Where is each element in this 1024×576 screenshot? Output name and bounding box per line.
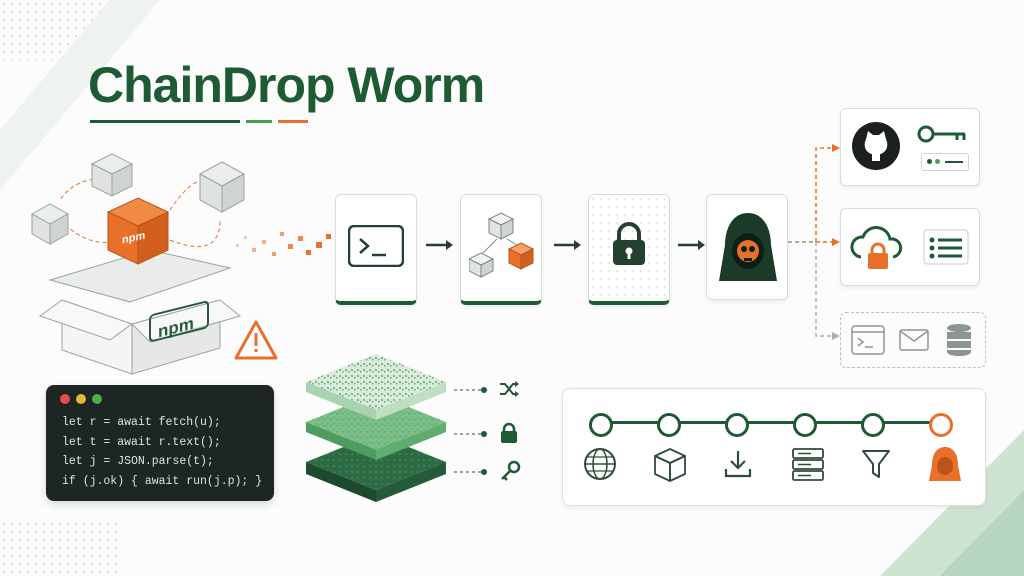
npm-crate-icon: [106, 197, 170, 265]
layer-connectors: [454, 387, 487, 475]
github-icon: [852, 122, 900, 170]
warning-icon: [234, 320, 278, 360]
code-snippet-panel: let r = await fetch(u); let t = await r.…: [46, 385, 274, 501]
padlock-icon: [501, 422, 517, 443]
flow-arrow: [678, 240, 705, 250]
timeline-track: [598, 421, 948, 424]
title-underline: [90, 120, 240, 123]
dot-pattern: [0, 520, 120, 576]
title-underline-accent: [246, 120, 272, 123]
database-icon: [947, 324, 971, 356]
page-title: ChainDrop Worm: [88, 57, 485, 113]
key-icon: [917, 125, 966, 143]
window-minimize-dot: [76, 394, 86, 404]
credential-field-icon: [921, 153, 969, 171]
code-line: let t = await r.text();: [62, 435, 221, 449]
package-cube-icon: [90, 153, 134, 197]
target-card-cloud: [840, 208, 980, 286]
download-icon: [724, 451, 752, 478]
lock-icon: [613, 222, 645, 265]
globe-icon: [584, 448, 616, 480]
timeline-node: [793, 413, 817, 437]
stage-card-attacker: [706, 194, 788, 300]
stage-card-modules: [460, 194, 542, 305]
package-cube-icon: [198, 161, 246, 213]
timeline-node: [657, 413, 681, 437]
list-icon: [923, 229, 969, 265]
stage-card-lock: [588, 194, 670, 305]
flow-arrow: [554, 240, 581, 250]
branch-connectors: [788, 144, 840, 340]
obfuscation-layers: [306, 354, 446, 502]
window-close-dot: [60, 394, 70, 404]
timeline-node: [589, 413, 613, 437]
timeline-node-final: [929, 413, 953, 437]
target-card-github: [840, 108, 980, 186]
package-icon: [654, 448, 686, 482]
npm-package-illustration: [30, 153, 278, 375]
server-icon: [792, 448, 824, 481]
shuffle-icon: [500, 381, 519, 397]
open-box-icon: [38, 249, 242, 375]
flow-arrow: [426, 240, 453, 250]
key-icon: [501, 460, 521, 481]
terminal-icon: [348, 225, 404, 267]
stage-card-terminal: [335, 194, 417, 305]
attacker-icon: [929, 447, 961, 481]
code-line: if (j.ok) { await run(j.p); }: [62, 474, 263, 488]
title-underline-accent: [278, 120, 308, 123]
filter-icon: [862, 450, 890, 478]
cloud-lock-icon: [850, 226, 903, 269]
attack-timeline: [562, 388, 986, 506]
data-stream: [236, 232, 331, 256]
hacker-skull-icon: [719, 213, 777, 281]
console-window-icon: [851, 325, 885, 355]
package-cube-icon: [30, 203, 70, 245]
code-line: let j = JSON.parse(t);: [62, 455, 214, 468]
code-line: let r = await fetch(u);: [62, 416, 221, 429]
window-maximize-dot: [92, 394, 102, 404]
timeline-node: [861, 413, 885, 437]
timeline-node: [725, 413, 749, 437]
mail-icon: [899, 329, 929, 351]
modules-icon: [469, 212, 535, 278]
target-card-data: [840, 312, 986, 368]
